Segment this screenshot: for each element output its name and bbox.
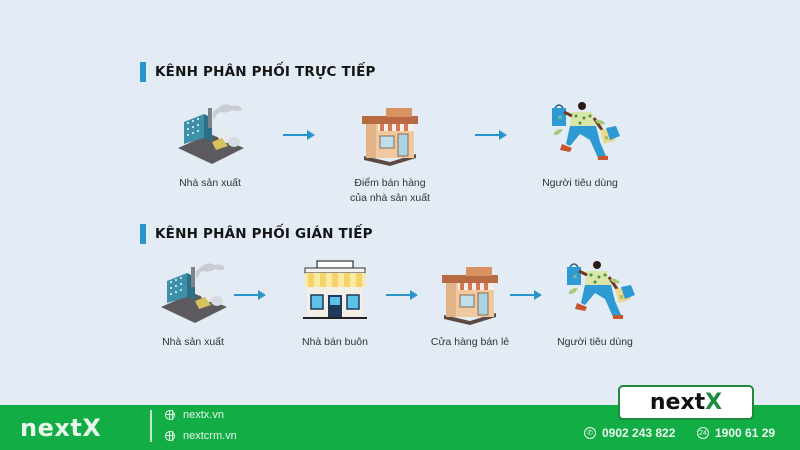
store-icon (350, 98, 430, 168)
node-label: Nhà sản xuất (179, 177, 241, 189)
factory-icon (153, 257, 233, 327)
indirect-node-consumer: Người tiêu dùng (545, 257, 645, 350)
direct-channel-title-text: KÊNH PHÂN PHỐI TRỰC TIẾP (155, 64, 376, 80)
hotline-icon: 24 (697, 427, 709, 439)
phone-number[interactable]: 0902 243 822 (602, 426, 676, 440)
footer-brand: nextX (20, 414, 102, 442)
phone-hotline[interactable]: 24 1900 61 29 (697, 426, 775, 440)
direct-node-manufacturer-store: Điểm bán hàng của nhà sản xuất (325, 98, 455, 206)
indirect-node-manufacturer: Nhà sản xuất (148, 257, 238, 350)
phone-icon: ✆ (584, 427, 596, 439)
title-accent-bar (140, 224, 146, 244)
footer-link-nextcrm[interactable]: nextcrm.vn (165, 430, 237, 442)
direct-node-manufacturer: Nhà sản xuất (165, 98, 255, 191)
shopper-icon (540, 98, 622, 168)
arrow-right-icon (234, 290, 266, 300)
node-label: Điểm bán hàng của nhà sản xuất (350, 176, 430, 206)
footer-divider (150, 410, 152, 442)
indirect-channel-title: KÊNH PHÂN PHỐI GIÁN TIẾP (140, 224, 373, 244)
footer-link-text[interactable]: nextx.vn (183, 409, 224, 421)
node-label: Người tiêu dùng (557, 336, 633, 348)
title-accent-bar (140, 62, 146, 82)
footer-link-text[interactable]: nextcrm.vn (183, 430, 237, 442)
footer-link-nextx[interactable]: nextx.vn (165, 409, 224, 421)
direct-node-consumer: Người tiêu dùng (520, 98, 640, 191)
node-label: Người tiêu dùng (542, 177, 618, 189)
factory-icon (170, 98, 250, 168)
logo-text: next (649, 390, 706, 415)
node-label-line1: Điểm bán hàng (354, 177, 426, 189)
indirect-node-wholesaler: Nhà bán buôn (290, 257, 380, 350)
node-label: Cửa hàng bán lẻ (430, 336, 510, 348)
arrow-right-icon (386, 290, 418, 300)
arrow-right-icon (475, 130, 507, 140)
arrow-right-icon (510, 290, 542, 300)
node-label: Nhà sản xuất (162, 336, 224, 348)
logo-accent: X (705, 390, 723, 415)
direct-channel-title: KÊNH PHÂN PHỐI TRỰC TIẾP (140, 62, 376, 82)
indirect-channel-title-text: KÊNH PHÂN PHỐI GIÁN TIẾP (155, 226, 373, 242)
arrow-right-icon (283, 130, 315, 140)
node-label-line2: của nhà sản xuất (350, 192, 430, 204)
retail-store-icon (430, 257, 510, 327)
globe-icon (165, 410, 175, 420)
shopper-icon (555, 257, 637, 327)
globe-icon (165, 431, 175, 441)
wholesale-store-icon (295, 257, 375, 327)
indirect-node-retailer: Cửa hàng bán lẻ (420, 257, 520, 350)
node-label: Nhà bán buôn (302, 336, 368, 348)
phone-number[interactable]: 1900 61 29 (715, 426, 776, 440)
phone-mobile[interactable]: ✆ 0902 243 822 (584, 426, 675, 440)
